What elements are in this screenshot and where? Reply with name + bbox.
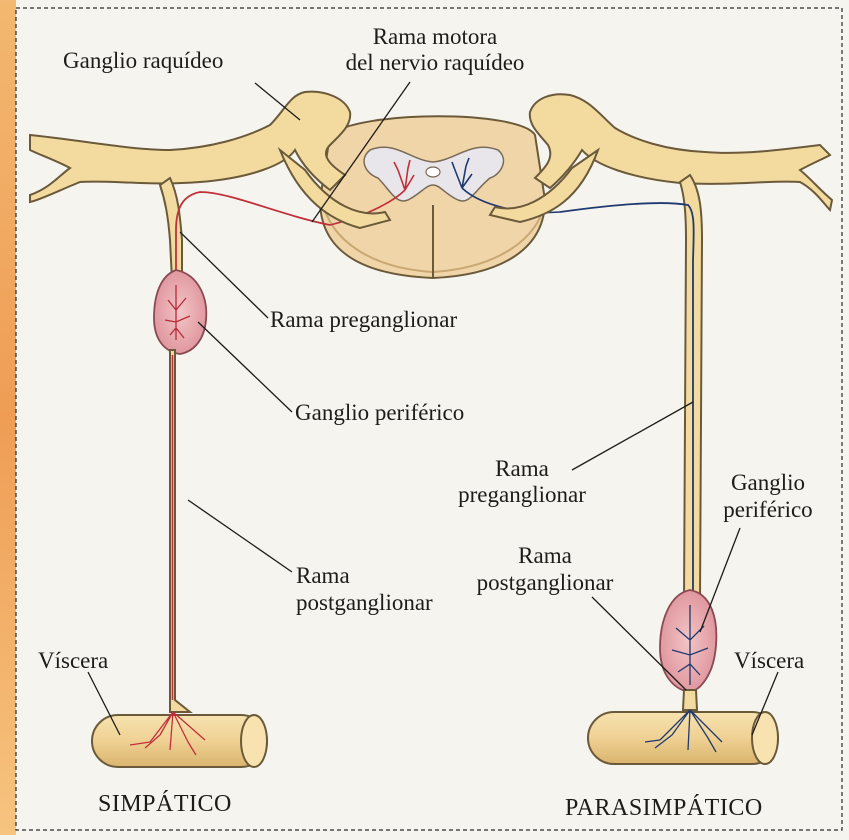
right-viscera [588, 710, 778, 764]
label-rama-postganglionar-right-line2: postganglionar [455, 570, 635, 596]
label-ganglio-periferico-right-line1: Ganglio [698, 470, 838, 496]
title-simpatico: SIMPÁTICO [98, 791, 232, 818]
label-rama-motora-line1: Rama motora [300, 24, 570, 50]
central-canal [426, 167, 440, 177]
label-rama-motora-line2: del nervio raquídeo [300, 50, 570, 76]
label-ganglio-periferico-left: Ganglio periférico [295, 400, 464, 426]
label-rama-preganglionar-right-line2: preganglionar [437, 482, 607, 508]
label-rama-preganglionar-left: Rama preganglionar [270, 307, 457, 333]
label-rama-postganglionar-left-line2: postganglionar [296, 590, 433, 616]
label-viscera-right: Víscera [734, 648, 804, 674]
label-rama-preganglionar-right-line1: Rama [437, 456, 607, 482]
left-edge-strip [0, 0, 16, 835]
label-viscera-left: Víscera [38, 648, 108, 674]
label-ganglio-periferico-right-line2: periférico [698, 497, 838, 523]
title-parasimpatico: PARASIMPÁTICO [565, 795, 763, 822]
label-ganglio-raquideo: Ganglio raquídeo [63, 48, 223, 74]
label-rama-postganglionar-right-line1: Rama [455, 543, 635, 569]
left-viscera [92, 712, 267, 767]
label-rama-postganglionar-left-line1: Rama [296, 563, 350, 589]
